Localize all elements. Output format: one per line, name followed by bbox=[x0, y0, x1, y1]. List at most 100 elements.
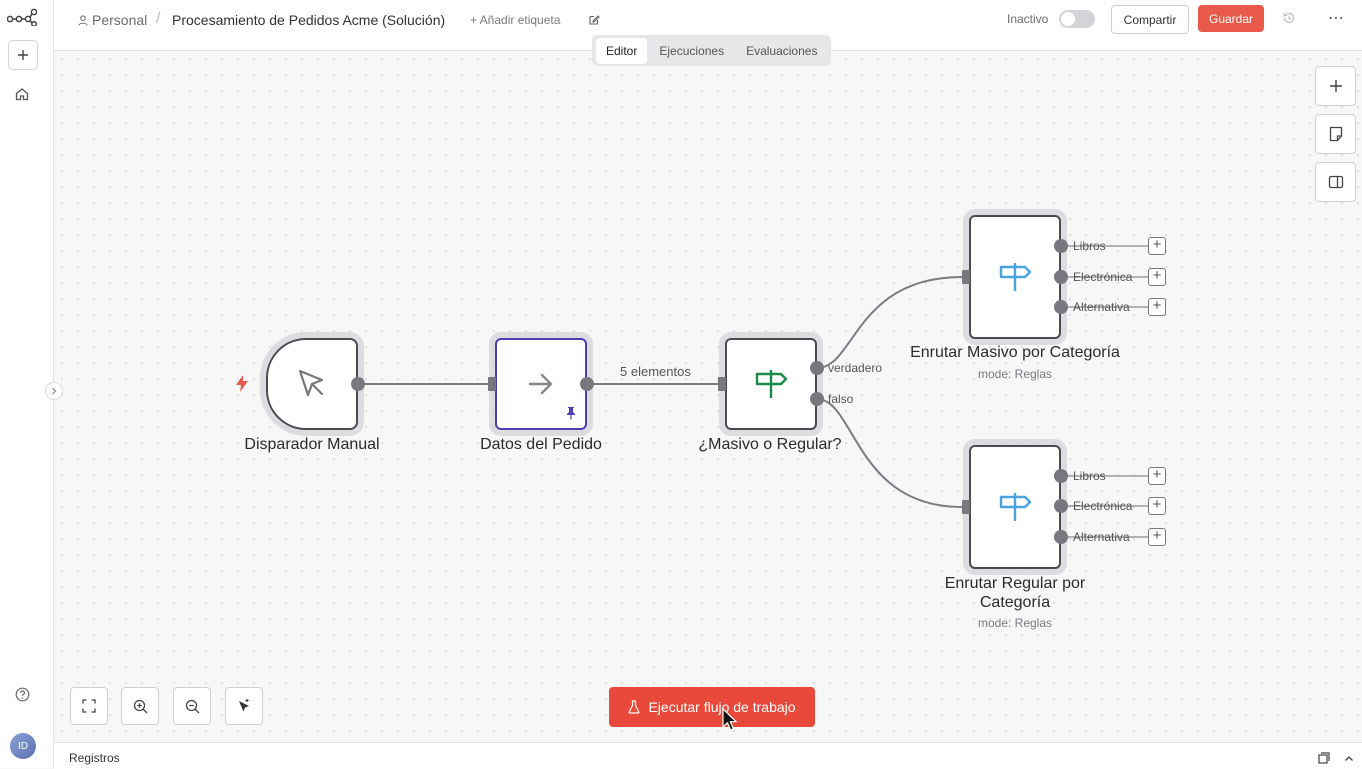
view-tabs: Editor Ejecuciones Evaluaciones bbox=[592, 35, 831, 66]
node-label-line: Enrutar Regular por bbox=[944, 575, 1086, 592]
tab-editor[interactable]: Editor bbox=[596, 37, 648, 64]
flask-icon bbox=[628, 700, 640, 714]
left-sidebar: ID bbox=[0, 0, 54, 768]
node-input-handle[interactable] bbox=[488, 377, 496, 391]
node-output-handle[interactable] bbox=[580, 377, 594, 391]
add-tag-button[interactable]: + Añadir etiqueta bbox=[470, 13, 561, 27]
sidebar-expand-button[interactable] bbox=[45, 382, 63, 400]
node-output-handle[interactable] bbox=[1054, 270, 1068, 284]
more-options-icon[interactable]: ⋯ bbox=[1328, 10, 1345, 27]
output-label-fallback: Alternativa bbox=[1073, 300, 1130, 314]
tab-evaluations[interactable]: Evaluaciones bbox=[746, 43, 818, 58]
zoom-out-icon bbox=[185, 699, 199, 713]
output-label-true: verdadero bbox=[828, 361, 883, 375]
active-toggle[interactable] bbox=[1059, 10, 1095, 28]
node-output-handle-false[interactable] bbox=[810, 392, 824, 406]
tab-executions[interactable]: Ejecuciones bbox=[659, 43, 725, 58]
home-button[interactable] bbox=[8, 80, 36, 108]
mouse-cursor-icon bbox=[722, 707, 738, 737]
new-item-button[interactable] bbox=[8, 40, 38, 70]
save-button[interactable]: Guardar bbox=[1198, 5, 1264, 32]
zoom-in-icon bbox=[133, 699, 147, 713]
chevron-up-icon[interactable] bbox=[1344, 751, 1354, 769]
node-input-handle[interactable] bbox=[962, 270, 970, 284]
node-input-handle[interactable] bbox=[718, 377, 726, 391]
workflow-title[interactable]: Procesamiento de Pedidos Acme (Solución) bbox=[172, 12, 446, 28]
zoom-out-button[interactable] bbox=[173, 687, 211, 725]
avatar[interactable]: ID bbox=[10, 733, 36, 759]
signpost-icon bbox=[999, 493, 1032, 521]
toggle-knob bbox=[1061, 12, 1075, 26]
node-subtitle-route-bulk: mode: Reglas bbox=[977, 367, 1053, 381]
add-node-button[interactable]: + bbox=[1148, 528, 1166, 546]
add-node-panel-button[interactable] bbox=[1315, 66, 1356, 106]
signpost-icon bbox=[999, 263, 1032, 291]
fit-view-button[interactable] bbox=[70, 687, 108, 725]
project-name: Personal bbox=[92, 12, 148, 28]
node-output-handle[interactable] bbox=[1054, 499, 1068, 513]
tidy-up-button[interactable] bbox=[225, 687, 263, 725]
toggle-panel-button[interactable] bbox=[1315, 162, 1356, 202]
node-output-handle-true[interactable] bbox=[810, 361, 824, 375]
node-label-order-data: Datos del Pedido bbox=[480, 436, 602, 453]
n8n-logo-icon[interactable] bbox=[6, 8, 38, 31]
chevron-right-icon bbox=[52, 387, 57, 395]
node-order-data[interactable] bbox=[495, 338, 587, 430]
active-status-label: Inactivo bbox=[1007, 12, 1049, 26]
add-node-button[interactable]: + bbox=[1148, 467, 1166, 485]
node-label-line: Categoría bbox=[979, 594, 1051, 611]
output-label-books: Libros bbox=[1073, 239, 1106, 253]
zoom-in-button[interactable] bbox=[121, 687, 159, 725]
output-label-false: falso bbox=[828, 392, 854, 406]
breadcrumb-separator: / bbox=[156, 10, 161, 27]
logs-label: Registros bbox=[69, 751, 120, 765]
breadcrumb-project[interactable]: Personal bbox=[78, 12, 147, 28]
share-button[interactable]: Compartir bbox=[1111, 5, 1189, 34]
node-output-handle[interactable] bbox=[1054, 300, 1068, 314]
node-if-bulk-or-regular[interactable] bbox=[725, 338, 817, 430]
signpost-icon bbox=[755, 370, 788, 398]
help-button[interactable] bbox=[8, 680, 36, 708]
add-node-button[interactable]: + bbox=[1148, 298, 1166, 316]
output-label-books: Libros bbox=[1073, 469, 1106, 483]
node-label-manual-trigger: Disparador Manual bbox=[244, 436, 380, 453]
popout-icon[interactable] bbox=[1318, 751, 1330, 769]
top-header: Personal / Procesamiento de Pedidos Acme… bbox=[54, 0, 1362, 51]
arrow-right-icon bbox=[528, 373, 553, 395]
edit-description-icon[interactable] bbox=[588, 13, 600, 31]
avatar-initials: ID bbox=[18, 740, 28, 752]
workflow-canvas[interactable] bbox=[54, 51, 1362, 742]
node-manual-trigger[interactable] bbox=[266, 338, 358, 430]
sticky-note-button[interactable] bbox=[1315, 114, 1356, 154]
output-label-electronics: Electrónica bbox=[1073, 270, 1133, 284]
node-output-handle[interactable] bbox=[1054, 469, 1068, 483]
history-icon[interactable] bbox=[1282, 11, 1296, 30]
panel-icon bbox=[1328, 175, 1343, 189]
node-output-handle[interactable] bbox=[1054, 239, 1068, 253]
node-output-handle[interactable] bbox=[351, 377, 365, 391]
logs-panel-bar[interactable]: Registros bbox=[54, 742, 1362, 769]
execute-workflow-button[interactable]: Ejecutar flujo de trabajo bbox=[609, 687, 815, 727]
pin-icon bbox=[567, 407, 575, 420]
node-label-route-regular: Enrutar Regular por Categoría bbox=[900, 574, 1130, 612]
add-node-button[interactable]: + bbox=[1148, 237, 1166, 255]
node-label-route-bulk: Enrutar Masivo por Categoría bbox=[910, 344, 1120, 361]
add-node-button[interactable]: + bbox=[1148, 268, 1166, 286]
node-output-handle[interactable] bbox=[1054, 530, 1068, 544]
node-subtitle-route-regular: mode: Reglas bbox=[977, 616, 1053, 630]
user-icon bbox=[78, 14, 88, 26]
trigger-bolt-icon bbox=[235, 375, 249, 397]
sticky-note-icon bbox=[1329, 126, 1342, 142]
tidy-up-icon bbox=[239, 699, 249, 712]
node-label-if: ¿Masivo o Regular? bbox=[698, 436, 842, 453]
node-input-handle[interactable] bbox=[962, 500, 970, 514]
cursor-pointer-icon bbox=[298, 369, 324, 397]
add-node-button[interactable]: + bbox=[1148, 497, 1166, 515]
edge-item-count: 5 elementos bbox=[620, 364, 691, 379]
node-route-regular[interactable] bbox=[969, 445, 1061, 569]
plus-icon bbox=[18, 50, 28, 60]
node-route-bulk[interactable] bbox=[969, 215, 1061, 339]
help-icon bbox=[15, 687, 29, 701]
fit-view-icon bbox=[82, 699, 96, 713]
output-label-fallback: Alternativa bbox=[1073, 530, 1130, 544]
